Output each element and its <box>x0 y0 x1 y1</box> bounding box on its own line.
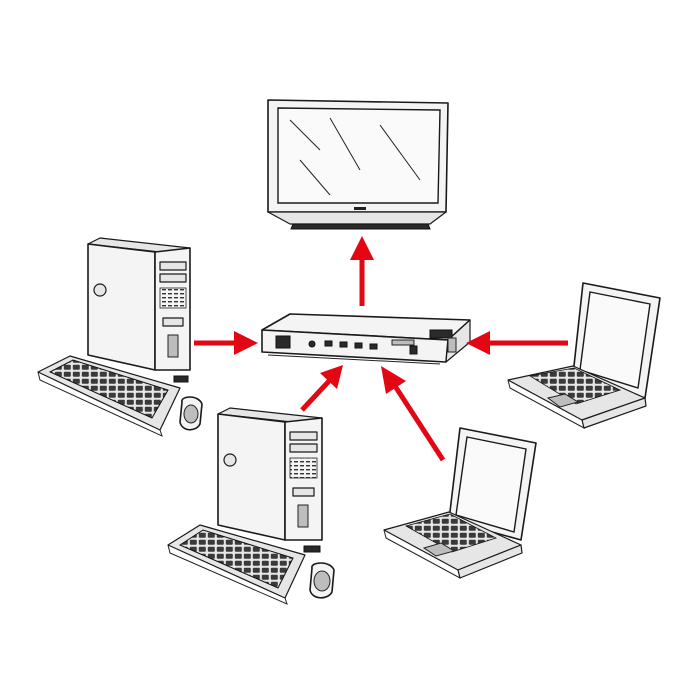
arrow-desktop-2-to-switch <box>300 365 343 412</box>
mouse-icon <box>309 562 335 599</box>
arrow-shaft <box>392 384 446 462</box>
keyboard-icon <box>167 524 306 605</box>
arrow-laptop-1-to-switch <box>466 331 568 355</box>
keyboard-icon <box>37 355 181 437</box>
arrow-desktop-1-to-switch <box>194 331 258 355</box>
arrow-laptop-2-to-switch <box>381 366 446 462</box>
arrow-shaft <box>300 378 332 412</box>
laptop-icon <box>507 282 661 429</box>
tower-pc-icon <box>87 237 191 371</box>
flat-panel-monitor-icon <box>267 99 449 230</box>
mouse-icon <box>179 396 203 431</box>
arrow-head <box>350 236 374 260</box>
arrow-switch-to-monitor <box>350 236 374 306</box>
usb-dongle-icon <box>173 375 189 383</box>
tower-pc-icon <box>217 407 323 541</box>
kvm-switch-icon <box>261 313 471 365</box>
arrow-head <box>466 331 490 355</box>
usb-dongle-icon <box>303 545 321 553</box>
arrow-head <box>320 365 343 389</box>
arrow-head <box>381 366 406 394</box>
arrow-head <box>234 331 258 355</box>
laptop-icon <box>383 427 537 579</box>
